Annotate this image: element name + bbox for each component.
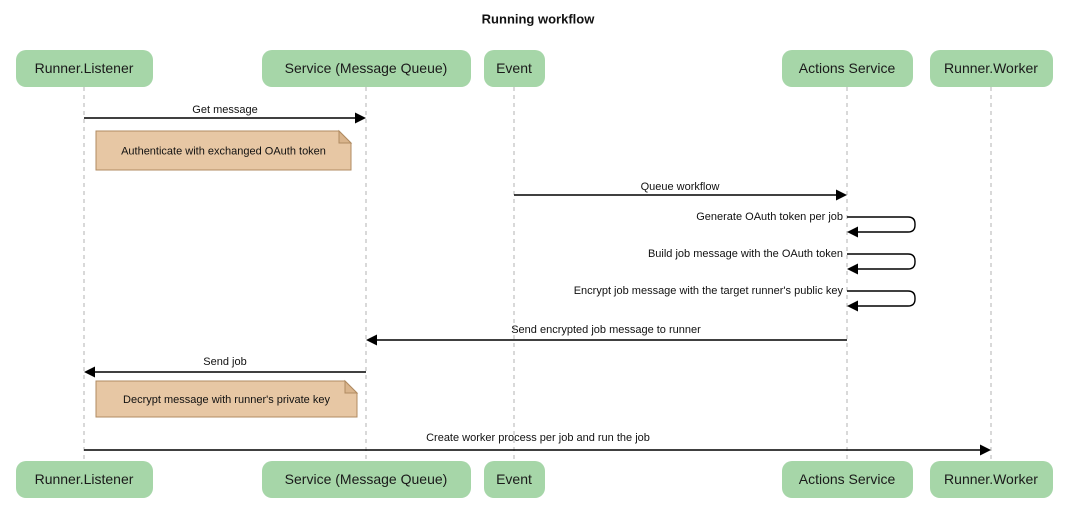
message-generate-oauth-token[interactable]: Generate OAuth token per job	[696, 211, 916, 238]
participant-box	[262, 461, 471, 498]
participant-box	[930, 461, 1053, 498]
arrowhead	[84, 366, 95, 378]
participant-label: Event	[496, 60, 532, 76]
note-fold-corner-icon	[338, 129, 353, 144]
message-label: Queue workflow	[641, 181, 720, 193]
note-authenticate: Authenticate with exchanged OAuth token	[95, 129, 353, 171]
arrowhead	[366, 334, 377, 346]
message-build-job-message[interactable]: Build job message with the OAuth token	[648, 248, 916, 275]
arrowhead	[847, 300, 858, 312]
message-label: Create worker process per job and run th…	[426, 432, 650, 444]
notes-group: Authenticate with exchanged OAuth tokenD…	[95, 129, 359, 418]
participant-box	[782, 461, 913, 498]
note-label: Decrypt message with runner's private ke…	[123, 394, 330, 406]
arrowhead	[836, 189, 847, 201]
message-get-message[interactable]: Get message	[84, 104, 366, 124]
participant-box	[262, 50, 471, 87]
participant-event-top[interactable]: Event	[484, 50, 545, 87]
message-encrypt-job-message[interactable]: Encrypt job message with the target runn…	[574, 285, 916, 312]
participant-label: Runner.Listener	[35, 471, 134, 487]
participant-box	[930, 50, 1053, 87]
participant-runner-worker-bottom[interactable]: Runner.Worker	[930, 461, 1053, 498]
participants-top-group: Runner.Listener Service (Message Queue) Ev…	[16, 50, 1053, 87]
message-send-encrypted-job-message[interactable]: Send encrypted job message to runner	[366, 324, 847, 346]
message-create-worker-process[interactable]: Create worker process per job and run th…	[84, 432, 991, 456]
participant-event-bottom[interactable]: Event	[484, 461, 545, 498]
message-label: Generate OAuth token per job	[696, 211, 843, 223]
message-label: Send encrypted job message to runner	[511, 324, 701, 336]
participant-box	[16, 461, 153, 498]
participant-box	[782, 50, 913, 87]
participant-runner-worker-top[interactable]: Runner.Worker	[930, 50, 1053, 87]
participant-service-mq-top[interactable]: Service (Message Queue)	[262, 50, 471, 87]
arrowhead	[847, 226, 858, 238]
note-fold-corner-icon	[344, 379, 359, 394]
note-decrypt: Decrypt message with runner's private ke…	[95, 379, 359, 418]
participant-label: Actions Service	[799, 471, 896, 487]
participant-box	[484, 461, 545, 498]
participant-actions-service-bottom[interactable]: Actions Service	[782, 461, 913, 498]
participant-box	[16, 50, 153, 87]
self-message-path	[847, 290, 916, 307]
self-message-path	[847, 216, 916, 233]
participant-box	[484, 50, 545, 87]
note-body	[95, 380, 358, 418]
participant-actions-service-top[interactable]: Actions Service	[782, 50, 913, 87]
participant-service-mq-bottom[interactable]: Service (Message Queue)	[262, 461, 471, 498]
note-body	[95, 130, 352, 171]
participant-label: Service (Message Queue)	[285, 471, 448, 487]
note-label: Authenticate with exchanged OAuth token	[121, 145, 326, 157]
participant-runner-listener-top[interactable]: Runner.Listener	[16, 50, 153, 87]
participant-label: Runner.Worker	[944, 471, 1038, 487]
self-message-path	[847, 253, 916, 270]
lifelines-group	[83, 87, 992, 461]
participant-label: Service (Message Queue)	[285, 60, 448, 76]
page-title: Running workflow	[482, 11, 596, 26]
message-queue-workflow[interactable]: Queue workflow	[514, 181, 847, 201]
message-label: Build job message with the OAuth token	[648, 248, 843, 260]
message-label: Send job	[203, 356, 246, 368]
participant-runner-listener-bottom[interactable]: Runner.Listener	[16, 461, 153, 498]
arrowhead	[980, 444, 991, 456]
arrowhead	[847, 263, 858, 275]
message-label: Encrypt job message with the target runn…	[574, 285, 844, 297]
message-send-job[interactable]: Send job	[84, 356, 366, 378]
participant-label: Actions Service	[799, 60, 896, 76]
message-label: Get message	[192, 104, 257, 116]
participant-label: Event	[496, 471, 532, 487]
participant-label: Runner.Worker	[944, 60, 1038, 76]
participant-label: Runner.Listener	[35, 60, 134, 76]
participants-bottom-group: Runner.Listener Service (Message Queue) Ev…	[16, 461, 1053, 498]
arrowhead	[355, 112, 366, 124]
